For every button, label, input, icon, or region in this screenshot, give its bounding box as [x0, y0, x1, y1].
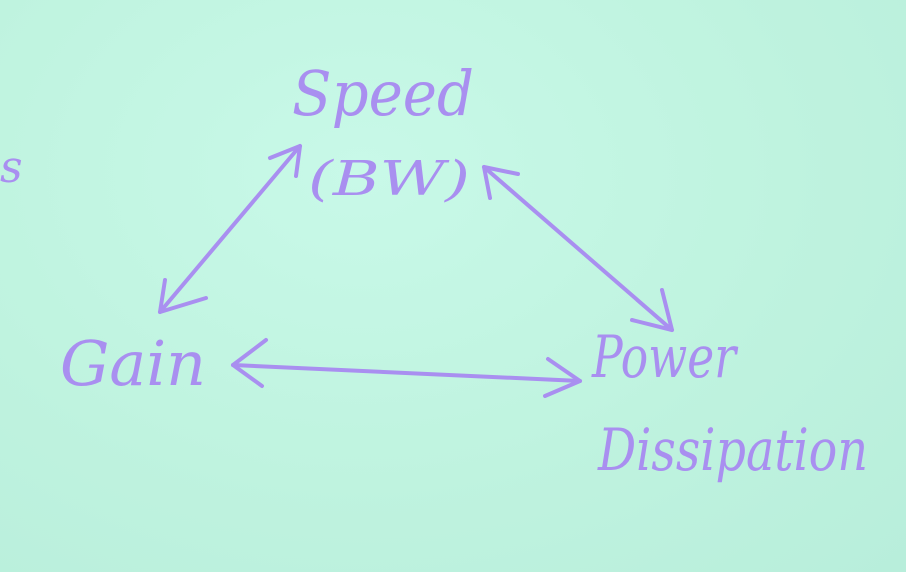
edge-speed-gain	[158, 144, 302, 314]
arrowhead-power-end-icon	[630, 288, 674, 332]
node-speed: Speed (BW)	[292, 57, 474, 207]
node-power: Power Dissipation	[591, 323, 868, 484]
arrowhead-speed-end-icon	[268, 144, 302, 178]
edge-speed-power	[482, 165, 674, 332]
node-speed-sublabel: (BW)	[308, 151, 470, 207]
node-power-label: Power	[591, 323, 738, 391]
edge-speed-gain-line	[158, 144, 302, 314]
arrowhead-speed-right-end-icon	[482, 165, 520, 200]
node-gain: Gain	[60, 327, 206, 400]
arrowhead-power-left-end-icon	[543, 357, 582, 398]
node-power-sublabel: Dissipation	[597, 416, 868, 484]
arrowhead-gain-left-end-icon	[231, 338, 268, 388]
edge-gain-power-line	[231, 363, 582, 383]
node-gain-label: Gain	[60, 327, 206, 400]
margin-fragment: s	[0, 142, 23, 193]
edge-gain-power	[231, 338, 582, 398]
edge-speed-power-line	[482, 165, 674, 332]
arrowhead-gain-end-icon	[158, 278, 208, 314]
node-speed-label: Speed	[292, 57, 474, 130]
